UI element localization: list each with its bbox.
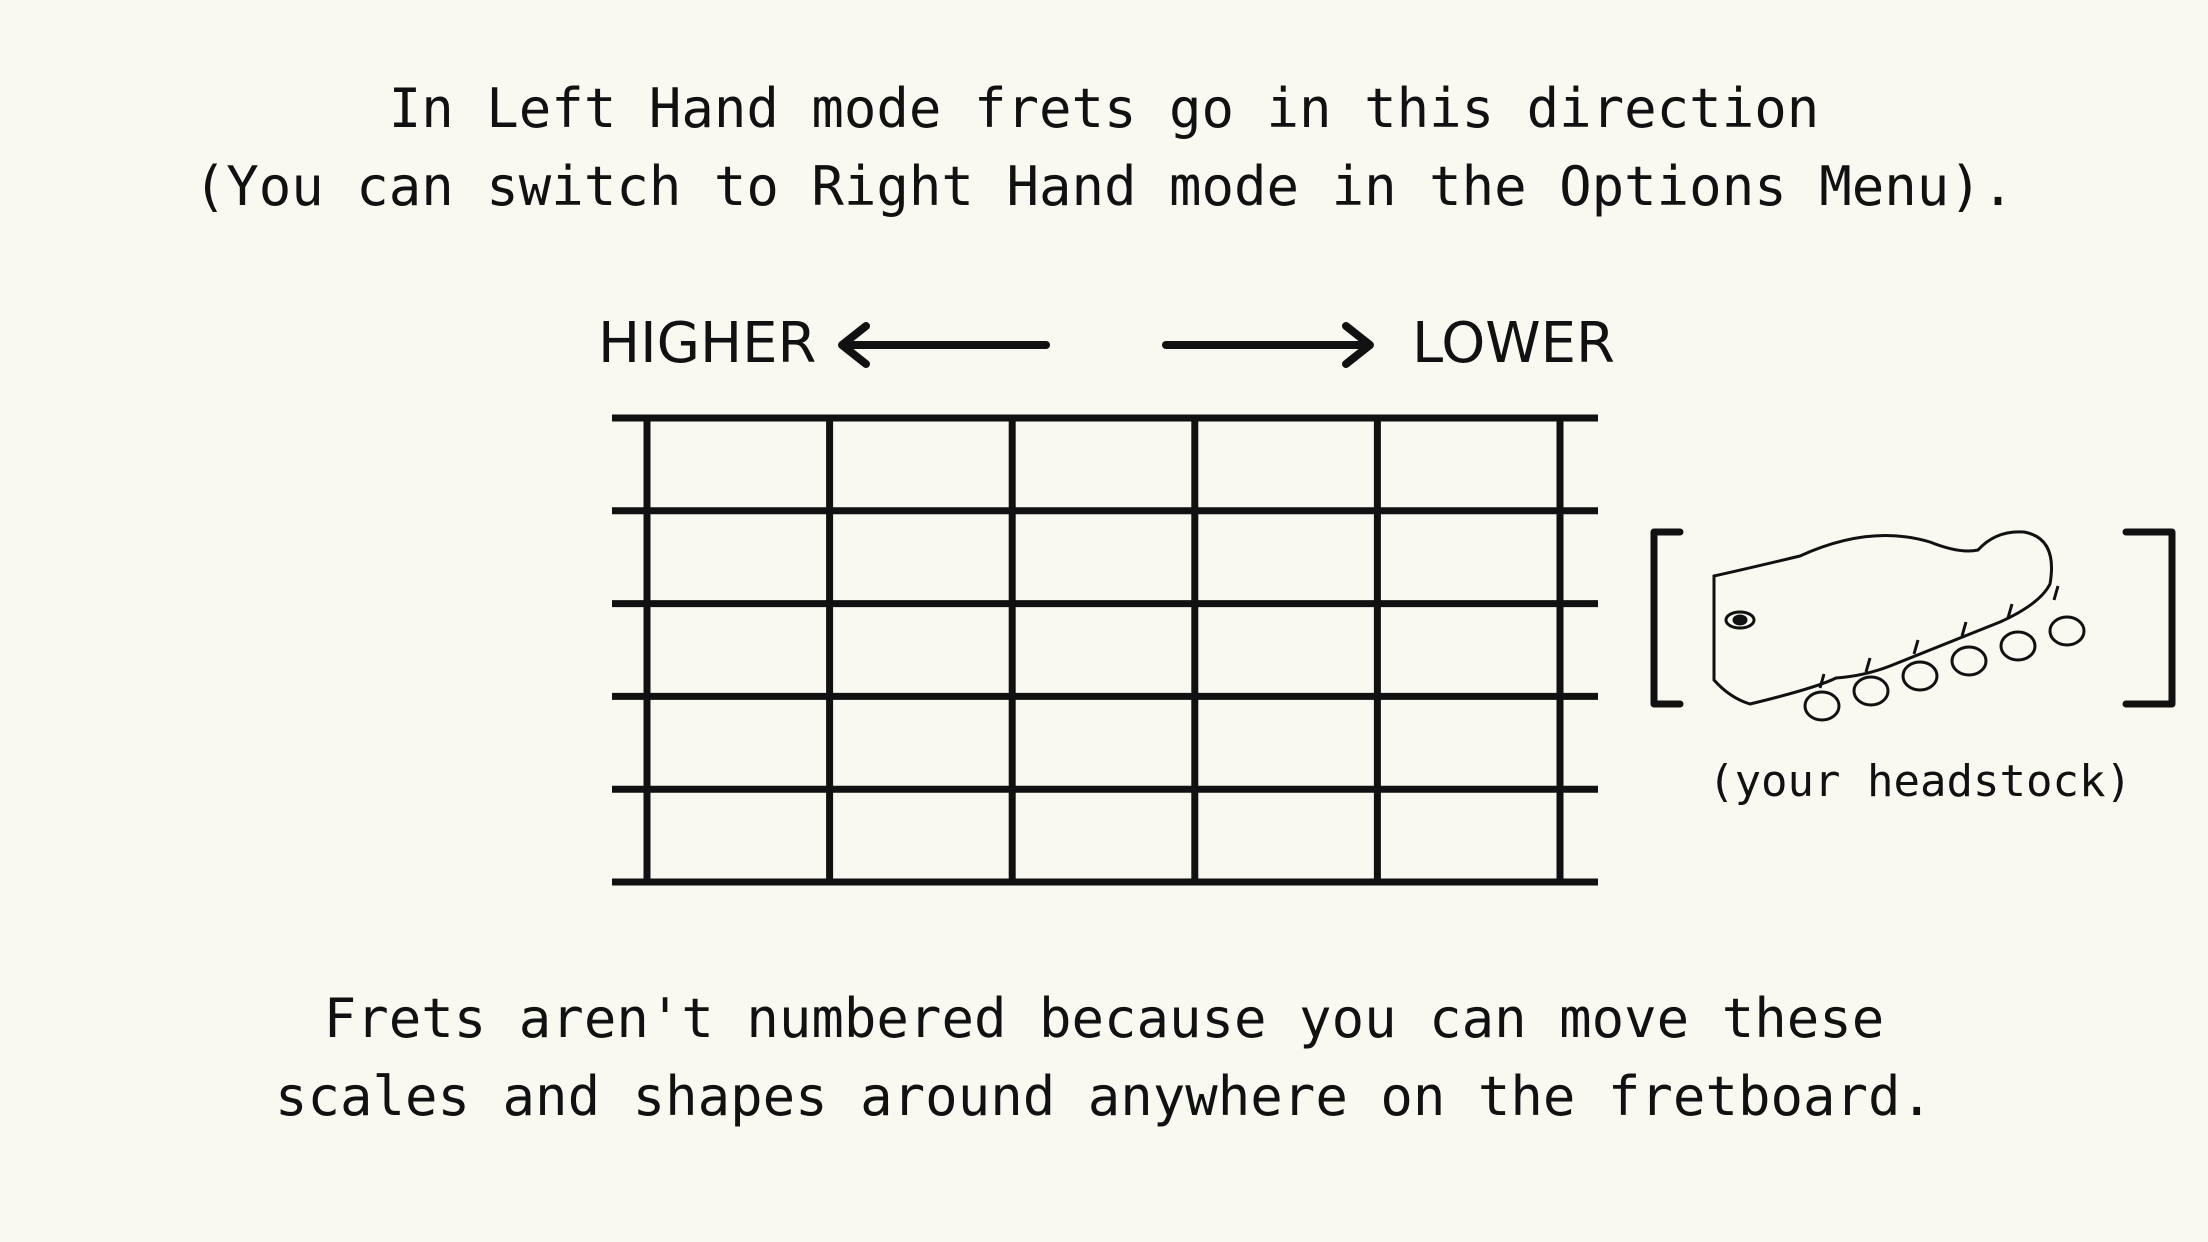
footer-text: Frets aren't numbered because you can mo…	[0, 980, 2208, 1136]
fretboard-diagram	[612, 414, 1598, 886]
footer-line-2: scales and shapes around anywhere on the…	[274, 1065, 1934, 1128]
left-bracket-icon	[1650, 528, 1684, 708]
footer-line-1: Frets aren't numbered because you can mo…	[323, 987, 1885, 1050]
intro-text: In Left Hand mode frets go in this direc…	[0, 70, 2208, 226]
lower-label: LOWER	[1412, 311, 1615, 376]
headstock-diagram	[1650, 528, 2176, 722]
headstock-caption: (your headstock)	[1708, 756, 2132, 807]
left-arrow-icon	[838, 322, 1050, 368]
right-bracket-icon	[2122, 528, 2176, 708]
higher-label: HIGHER	[598, 311, 817, 376]
intro-line-2: (You can switch to Right Hand mode in th…	[193, 155, 2015, 218]
guitar-headstock-icon	[1712, 530, 2086, 722]
right-arrow-icon	[1162, 322, 1374, 368]
intro-line-1: In Left Hand mode frets go in this direc…	[388, 77, 1820, 140]
